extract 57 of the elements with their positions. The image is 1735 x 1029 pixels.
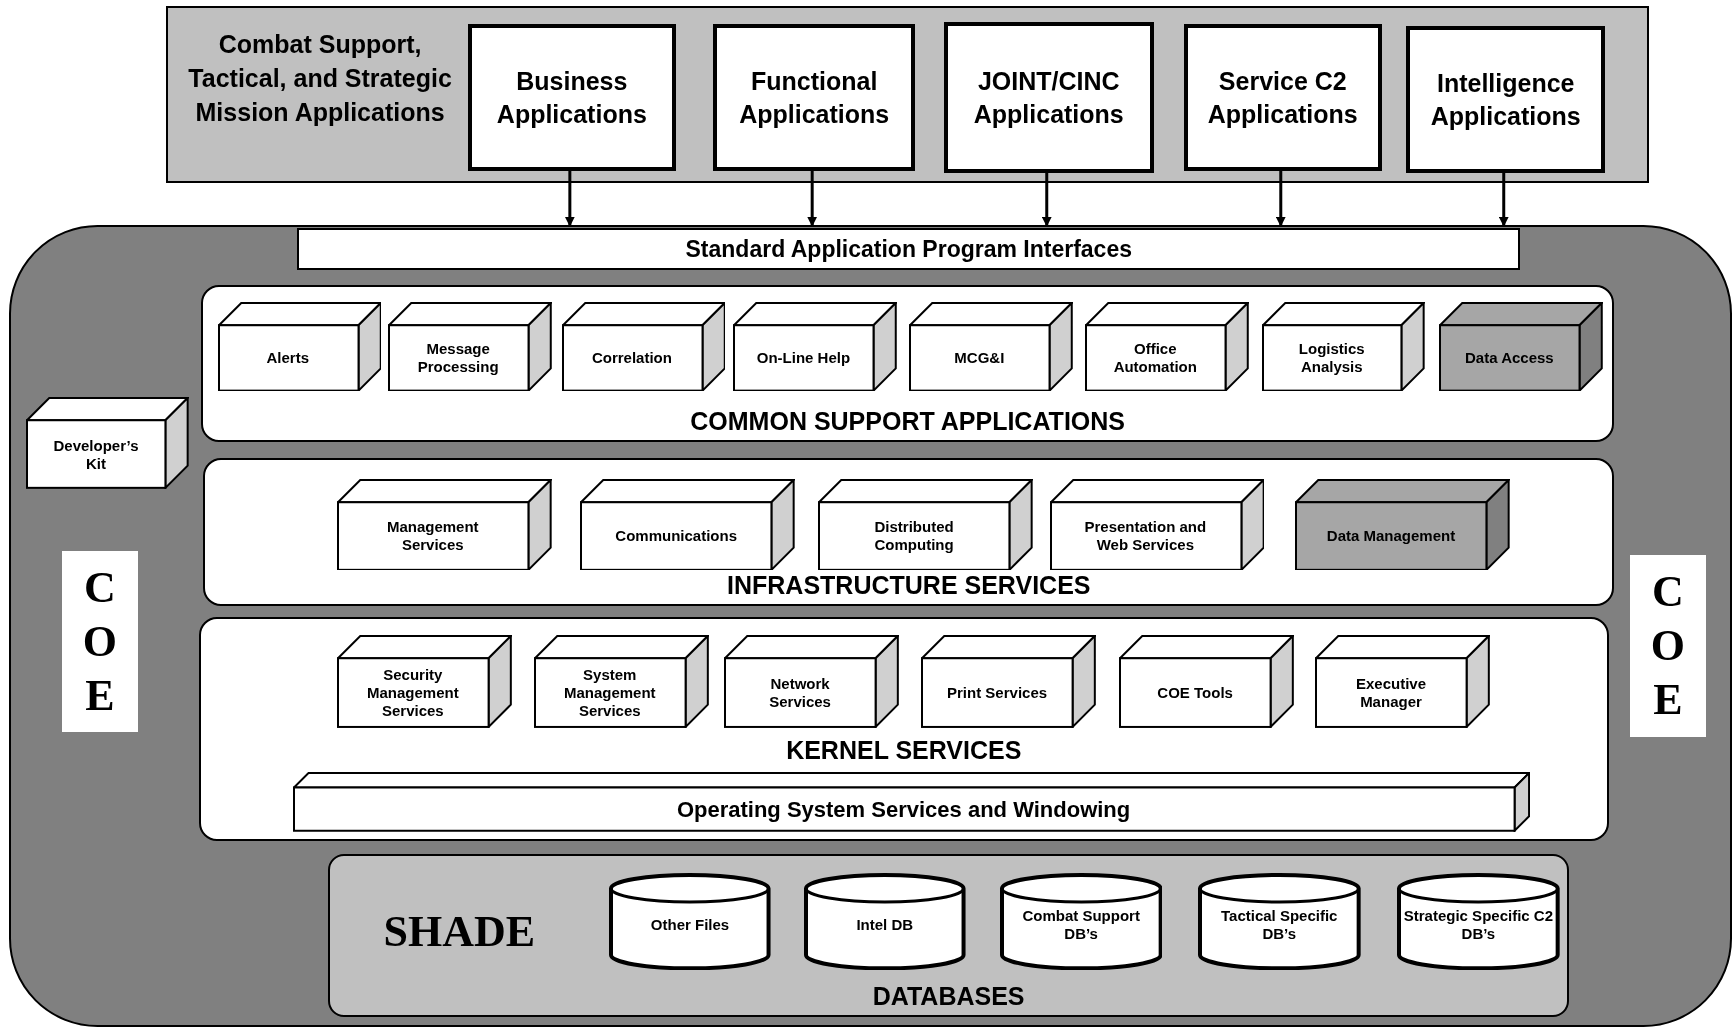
- interface-label: Standard Application Program Interfaces: [684, 235, 1133, 263]
- database-label: Combat Support DB’s: [1021, 907, 1141, 944]
- layer-title: KERNEL SERVICES: [785, 736, 1023, 766]
- application-box: [943, 21, 1154, 174]
- arrow: [1498, 171, 1509, 227]
- database-label: Tactical Specific DB’s: [1220, 907, 1339, 944]
- module-label: On-Line Help: [755, 349, 852, 368]
- layer-panel: [201, 285, 1615, 443]
- arrow: [1275, 169, 1286, 227]
- module-label: Security Management Services: [365, 665, 460, 720]
- layer-title: INFRASTRUCTURE SERVICES: [726, 571, 1092, 601]
- interface-bar: [297, 227, 1521, 270]
- module-label: Print Services: [946, 683, 1049, 702]
- application-band: [165, 5, 1649, 183]
- module-label: Developer’s Kit: [52, 436, 140, 473]
- database-label: Intel DB: [855, 916, 915, 935]
- application-box: [1183, 24, 1382, 172]
- arrow: [564, 169, 575, 227]
- database-label: Strategic Specific C2 DB’s: [1403, 907, 1554, 944]
- module-label: Office Automation: [1112, 340, 1198, 377]
- module-label: Management Services: [385, 518, 480, 555]
- layer-panel: [198, 617, 1609, 841]
- layer-title: DATABASES: [871, 981, 1026, 1011]
- side-label: COE: [1629, 555, 1706, 737]
- module-label: Alerts: [265, 349, 311, 368]
- application-label: JOINT/CINC Applications: [972, 65, 1125, 130]
- arrow: [807, 169, 818, 227]
- application-box: [467, 24, 676, 172]
- shade-label: SHADE: [383, 905, 536, 957]
- database-label: Other Files: [649, 916, 731, 935]
- os-services-label: Operating System Services and Windowing: [675, 796, 1132, 823]
- module-label: Correlation: [590, 349, 673, 368]
- application-label: Business Applications: [495, 65, 648, 130]
- application-label: Service C2 Applications: [1206, 65, 1359, 130]
- application-box: [713, 24, 915, 172]
- arrow: [1041, 171, 1052, 227]
- module-label: Executive Manager: [1354, 674, 1427, 711]
- application-label: Functional Applications: [738, 65, 891, 130]
- band-title: Combat Support, Tactical, and Strategic Mission Applications: [187, 29, 453, 129]
- application-box: [1406, 26, 1606, 174]
- database-panel: [328, 854, 1569, 1017]
- module-label: Network Services: [768, 674, 832, 711]
- module-label: MCG&I: [953, 349, 1006, 368]
- module-label: Data Management: [1325, 527, 1457, 546]
- module-label: Logistics Analysis: [1297, 340, 1366, 377]
- application-label: Intelligence Applications: [1429, 67, 1582, 132]
- module-label: Message Processing: [416, 340, 500, 377]
- module-label: System Management Services: [562, 665, 657, 720]
- module-label: COE Tools: [1156, 683, 1234, 702]
- module-label: Distributed Computing: [873, 518, 955, 555]
- coe-frame: [8, 224, 1732, 1027]
- layer-title: COMMON SUPPORT APPLICATIONS: [689, 407, 1126, 437]
- layer-panel: [203, 457, 1615, 607]
- module-label: Presentation and Web Services: [1083, 518, 1208, 555]
- module-label: Data Access: [1464, 349, 1555, 368]
- side-label: COE: [61, 550, 139, 733]
- module-label: Communications: [614, 527, 738, 546]
